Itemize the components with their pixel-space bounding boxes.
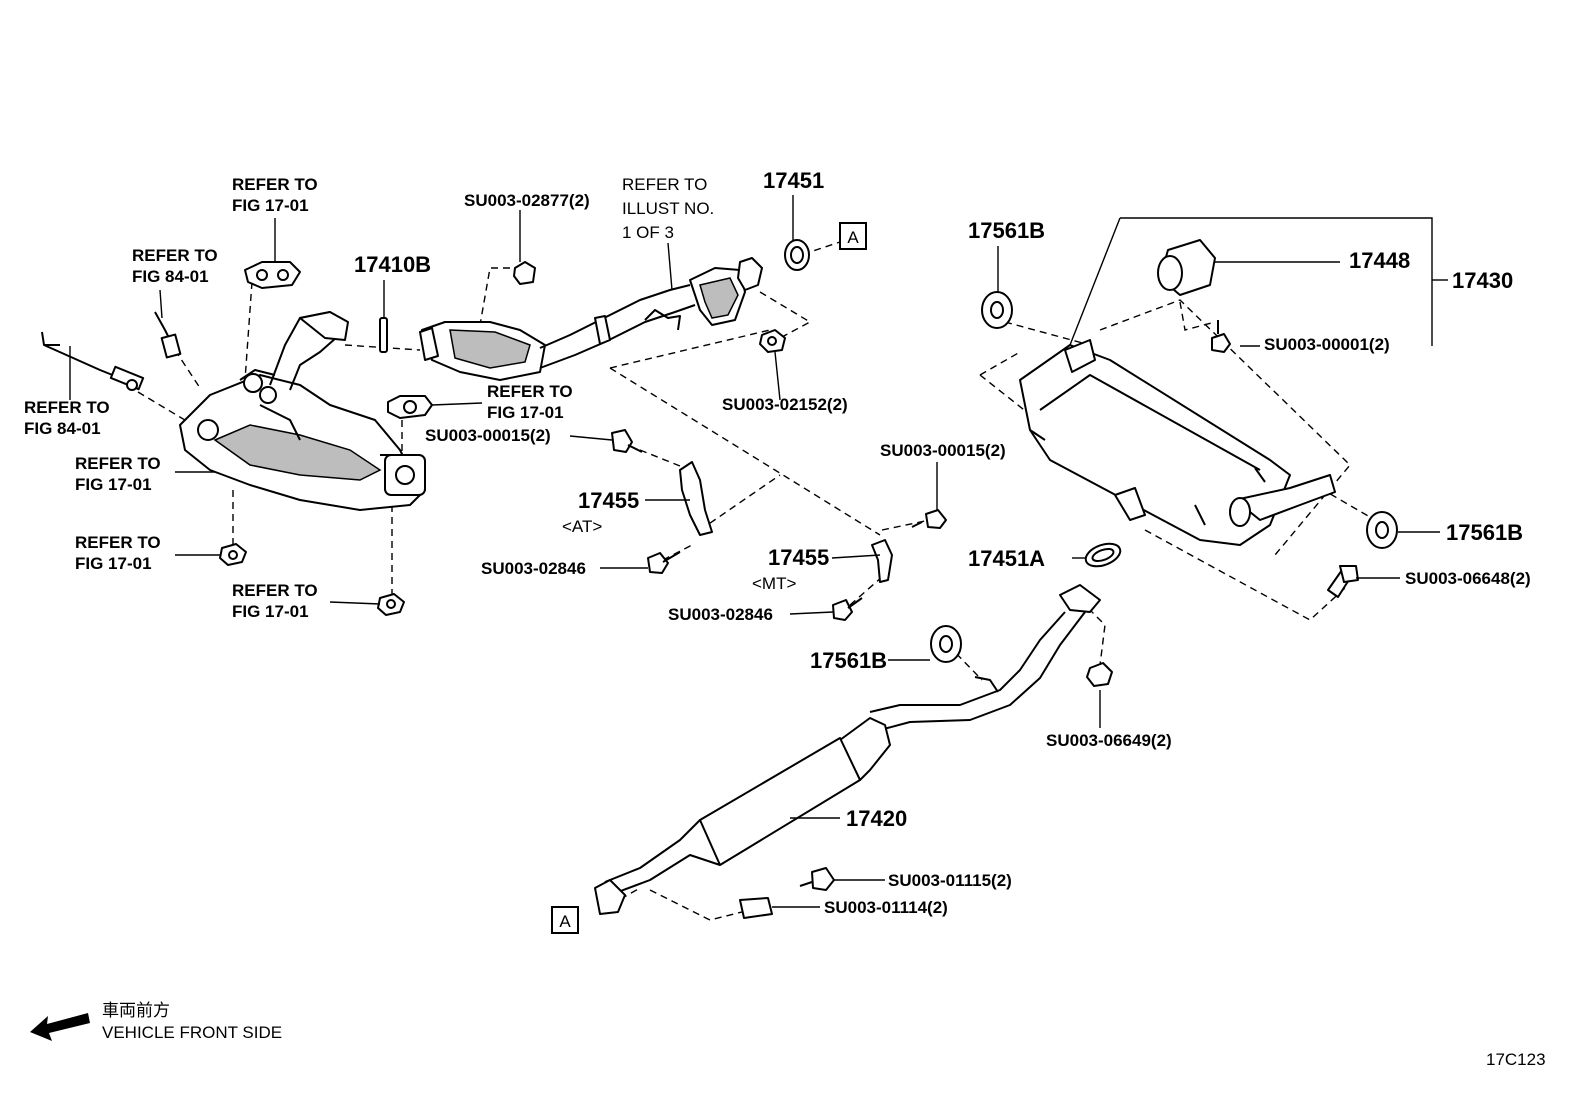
exhaust-manifold-front-pipe bbox=[179, 311, 426, 511]
manifold-gasket-top bbox=[244, 261, 301, 289]
label-17430: 17430 bbox=[1452, 268, 1513, 293]
rear-muffler-17430 bbox=[1019, 339, 1336, 546]
ref-fig17-gasket-line1: REFER TO bbox=[487, 382, 573, 401]
gasket-17451 bbox=[784, 239, 810, 271]
hanger-17561b-right bbox=[1366, 511, 1398, 549]
label-17448: 17448 bbox=[1349, 248, 1410, 273]
label-su003-02846-a: SU003-02846 bbox=[481, 559, 586, 578]
assembly-dashed-lines bbox=[137, 236, 1376, 921]
ref-fig17-top-line1: REFER TO bbox=[232, 175, 318, 194]
nut-su003-02877 bbox=[513, 261, 536, 285]
connector-a-top-label: A bbox=[847, 228, 859, 247]
label-17451a: 17451A bbox=[968, 546, 1045, 571]
hanger-17561b-mid bbox=[930, 625, 962, 663]
label-17455-mt: 17455 bbox=[768, 545, 829, 570]
connector-a-top: A bbox=[839, 222, 867, 250]
front-arrow-icon bbox=[30, 1013, 90, 1041]
label-su003-00001: SU003-00001(2) bbox=[1264, 335, 1390, 354]
label-17561b-top: 17561B bbox=[968, 218, 1045, 243]
label-at-note: <AT> bbox=[562, 517, 602, 536]
ref-fig17-nut-bottom-line2: FIG 17-01 bbox=[232, 602, 309, 621]
bracket-17455-mt bbox=[871, 539, 893, 583]
ref-fig17-gasket-line2: FIG 17-01 bbox=[487, 403, 564, 422]
bolts-small bbox=[611, 429, 947, 621]
label-su003-06648: SU003-06648(2) bbox=[1405, 569, 1531, 588]
part-labels: 17451 17410B 17561B 17448 17430 17561B 1… bbox=[354, 168, 1531, 917]
legend-japanese: 車両前方 bbox=[102, 1001, 170, 1020]
label-su003-01115: SU003-01115(2) bbox=[888, 871, 1012, 890]
o2-sensor-left bbox=[41, 331, 145, 391]
label-su003-01114: SU003-01114(2) bbox=[824, 898, 948, 917]
label-17561b-right: 17561B bbox=[1446, 520, 1523, 545]
label-su003-00015-a: SU003-00015(2) bbox=[425, 426, 551, 445]
ref-fig84-upper-line1: REFER TO bbox=[132, 246, 218, 265]
ref-fig17-nut-left-line1: REFER TO bbox=[75, 533, 161, 552]
label-su003-06649: SU003-06649(2) bbox=[1046, 731, 1172, 750]
stud-17410b bbox=[379, 317, 388, 353]
label-17451: 17451 bbox=[763, 168, 824, 193]
o2-sensor-upper bbox=[154, 311, 182, 359]
tail-pipe-cover-17448 bbox=[1157, 239, 1216, 296]
connector-a-bottom: A bbox=[551, 906, 579, 934]
reference-notes: REFER TO FIG 17-01 REFER TO FIG 84-01 RE… bbox=[24, 175, 714, 621]
bolt-su003-06648 bbox=[1327, 565, 1359, 598]
nut-su003-02152 bbox=[759, 329, 786, 353]
vehicle-front-legend: 車両前方 VEHICLE FRONT SIDE bbox=[30, 1001, 282, 1042]
manifold-gasket-mid bbox=[387, 395, 433, 419]
ref-fig84-upper-line2: FIG 84-01 bbox=[132, 267, 209, 286]
ref-fig84-left-line1: REFER TO bbox=[24, 398, 110, 417]
ref-fig17-mid-line1: REFER TO bbox=[75, 454, 161, 473]
connector-a-bottom-label: A bbox=[559, 912, 571, 931]
gasket-17451a bbox=[1084, 542, 1122, 568]
ref-illust-line3: 1 OF 3 bbox=[622, 223, 674, 242]
ref-illust-line2: ILLUST NO. bbox=[622, 199, 714, 218]
label-su003-02846-b: SU003-02846 bbox=[668, 605, 773, 624]
label-17420: 17420 bbox=[846, 806, 907, 831]
ref-fig84-left-line2: FIG 84-01 bbox=[24, 419, 101, 438]
ref-fig17-mid-line2: FIG 17-01 bbox=[75, 475, 152, 494]
label-su003-02877: SU003-02877(2) bbox=[464, 191, 590, 210]
ref-fig17-nut-bottom-line1: REFER TO bbox=[232, 581, 318, 600]
label-17410b: 17410B bbox=[354, 252, 431, 277]
center-pipe-17420 bbox=[594, 584, 1101, 915]
figure-code: 17C123 bbox=[1486, 1050, 1546, 1069]
nut-su003-06649 bbox=[1086, 662, 1113, 687]
manifold-nut-bottom bbox=[377, 593, 405, 616]
bolt-su003-00001 bbox=[1211, 320, 1231, 353]
ref-illust-line1: REFER TO bbox=[622, 175, 707, 194]
ref-fig17-nut-left-line2: FIG 17-01 bbox=[75, 554, 152, 573]
manifold-nut-left bbox=[219, 543, 247, 566]
legend-english: VEHICLE FRONT SIDE bbox=[102, 1023, 282, 1042]
front-catalyst-pipe bbox=[419, 257, 763, 381]
leader-lines bbox=[69, 195, 1448, 908]
label-mt-note: <MT> bbox=[752, 574, 796, 593]
label-17455-at: 17455 bbox=[578, 488, 639, 513]
bracket-17455-at bbox=[679, 461, 713, 536]
label-su003-02152: SU003-02152(2) bbox=[722, 395, 848, 414]
label-17561b-mid: 17561B bbox=[810, 648, 887, 673]
label-su003-00015-b: SU003-00015(2) bbox=[880, 441, 1006, 460]
hanger-17561b-top bbox=[981, 291, 1013, 329]
bolts-center-pipe bbox=[739, 867, 835, 919]
ref-fig17-top-line2: FIG 17-01 bbox=[232, 196, 309, 215]
